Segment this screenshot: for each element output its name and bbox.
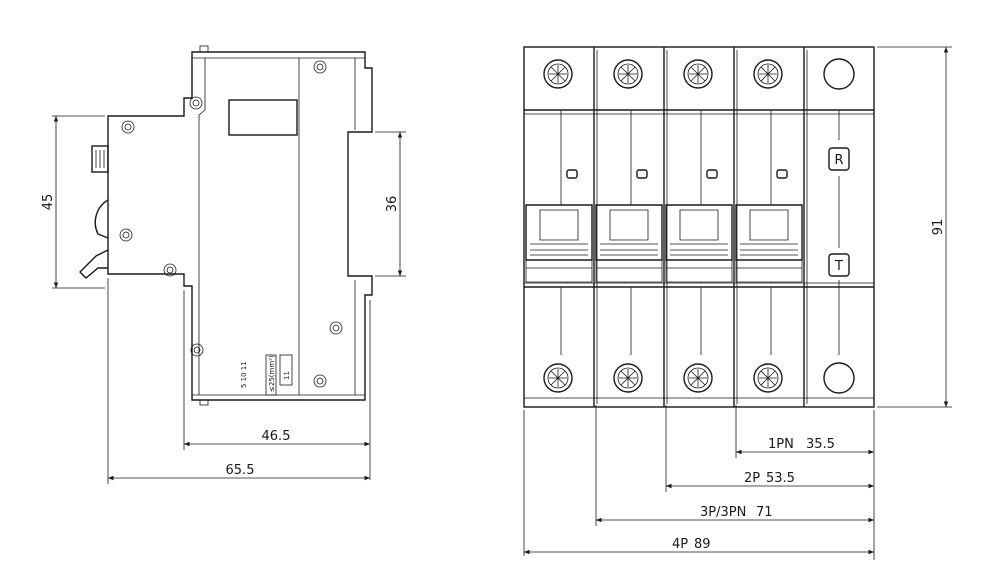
screw-icon [543,59,573,89]
neutral-terminal-icon [823,58,855,90]
dim-width-3p-name: 3P/3PN [700,505,746,520]
dim-width-4p: 4P 89 [524,537,874,555]
screw-icon [613,59,643,89]
test-button: T [828,253,850,277]
dim-width-3p-value: 71 [756,505,773,520]
dim-width-2p: 2P 53.5 [666,471,874,489]
side-window [228,99,298,136]
dim-side-height: 45 [41,115,105,289]
handle-3 [665,204,733,283]
dim-rail: 36 [375,131,406,277]
handle-1 [525,204,593,283]
handle-2 [595,204,663,283]
dim-width-1pn-value: 35.5 [806,437,835,452]
status-indicators [566,169,788,179]
indicator-icon [706,169,718,179]
dim-width-1pn: 1PN 35.5 [736,437,874,455]
indicator-icon [776,169,788,179]
screw-icon [753,363,783,393]
indicator-icon [566,169,578,179]
dim-depth-front: 46.5 [183,290,371,480]
bottom-terminal-screws [543,362,855,394]
dim-side-height-label: 45 [41,194,56,211]
dim-depth-front-label: 46.5 [262,429,291,444]
dim-width-3p: 3P/3PN 71 [596,505,874,523]
dim-width-1pn-name: 1PN [768,437,794,452]
screw-icon [753,59,783,89]
screw-icon [683,363,713,393]
dim-width-4p-name: 4P [672,537,688,552]
screw-icon [613,363,643,393]
front-body-outline [523,46,875,408]
top-terminal-screws [543,58,855,90]
dim-rail-label: 36 [385,196,400,213]
indicator-icon [636,169,648,179]
cross-section-text: ≤25(mm²) [268,355,276,392]
side-body-outline [107,51,373,401]
strip-length-text: 11 [283,371,291,380]
dim-width-4p-value: 89 [694,537,711,552]
toggle-handles [525,204,803,283]
wire-sizes-text: 5 10 11 [240,361,248,388]
dim-width-2p-name: 2P [744,471,760,486]
neutral-terminal-icon [823,362,855,394]
reset-button: R [828,147,850,171]
dim-front-height: 91 [877,46,952,408]
front-view: R T 91 1PN 35.5 2P [523,46,952,560]
handle-4 [735,204,803,283]
reset-button-label: R [834,153,843,168]
screw-icon [683,59,713,89]
screw-icon [543,363,573,393]
dim-depth-total-label: 65.5 [226,463,255,478]
width-dimensions: 1PN 35.5 2P 53.5 3P/3PN 71 4P 89 [523,405,875,560]
terminal-label: 5 10 11 ≤25(mm²) 11 [240,354,293,396]
side-view: 5 10 11 ≤25(mm²) 11 45 36 46.5 [41,45,406,484]
side-handle [91,145,109,173]
dim-front-height-label: 91 [931,219,946,236]
dim-width-2p-value: 53.5 [766,471,795,486]
dim-depth-total: 65.5 [107,278,370,484]
test-button-label: T [834,259,843,274]
